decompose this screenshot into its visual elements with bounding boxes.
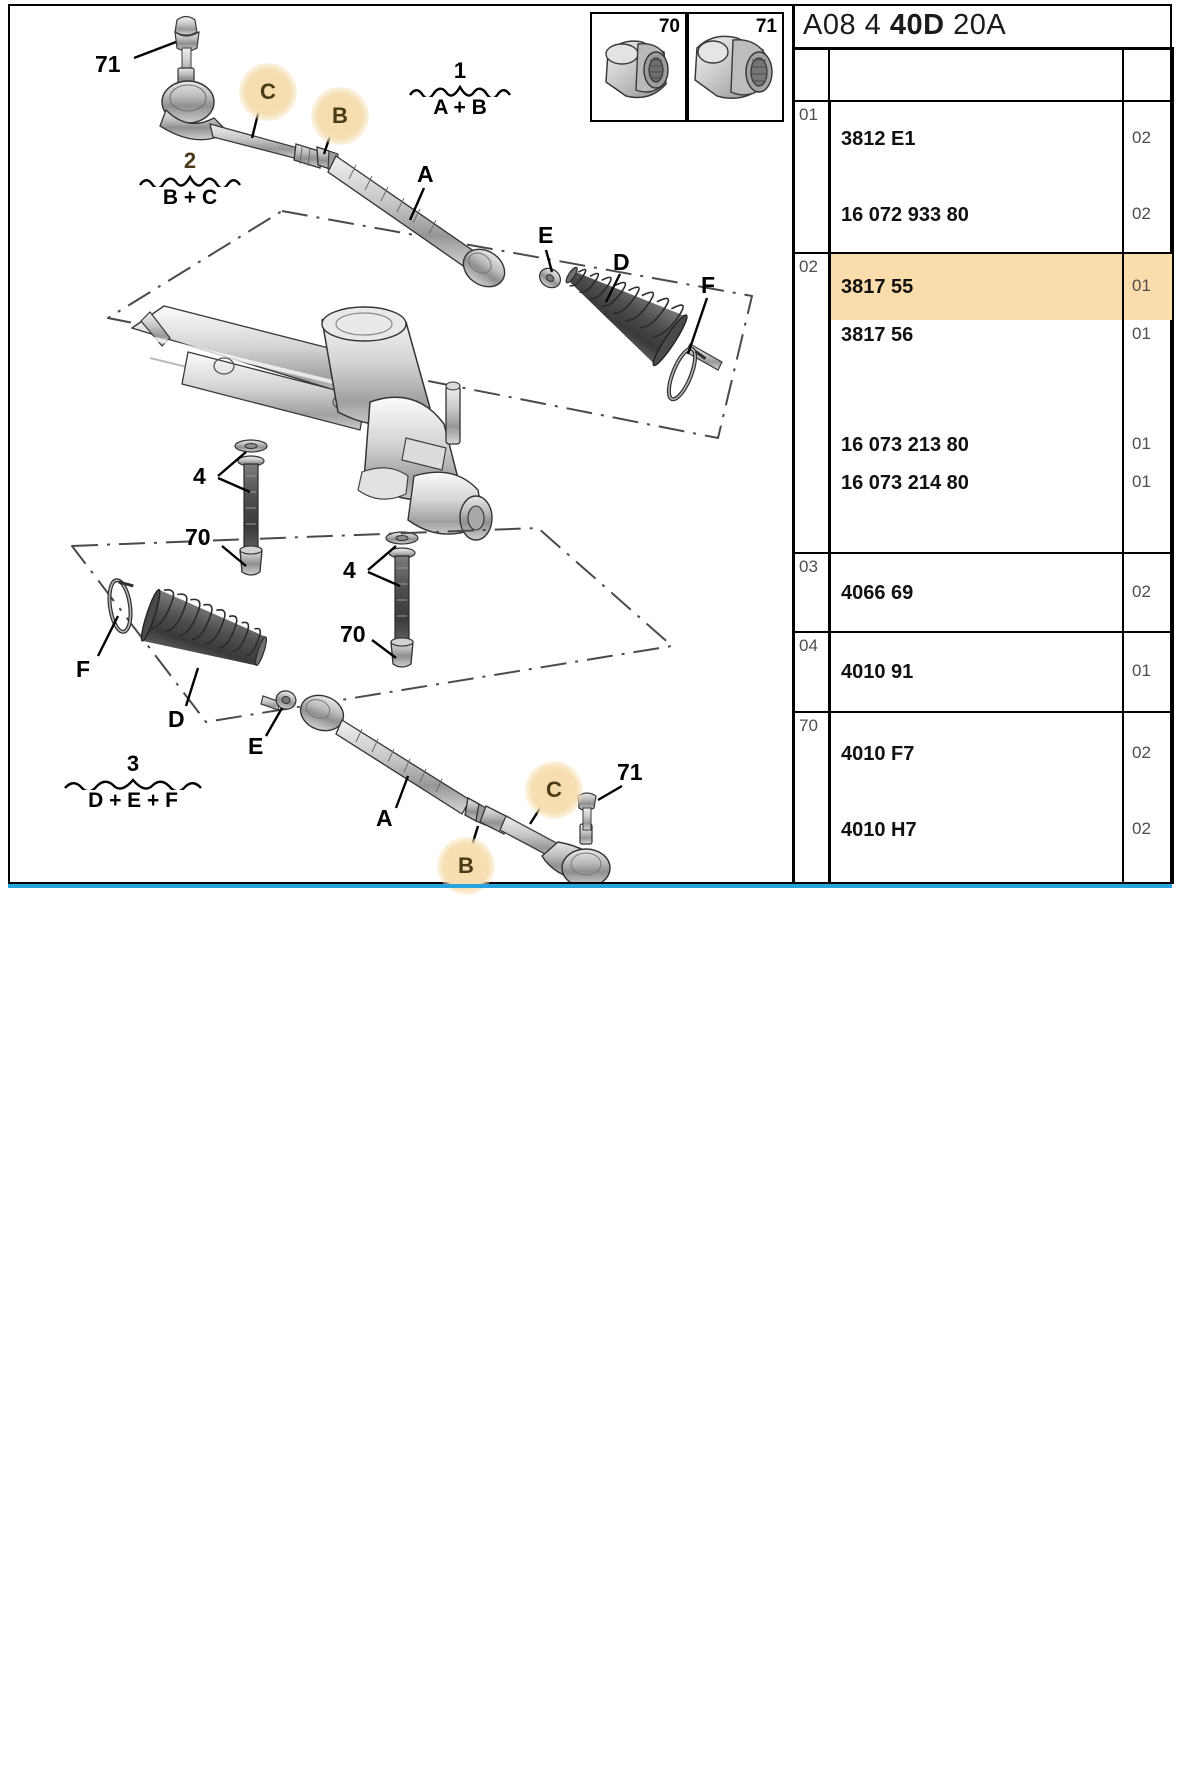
table-row-selected[interactable]: 3817 55 01 xyxy=(831,254,1174,320)
parts-table-body: 01 3812 E1 02 16 072 933 80 02 0 xyxy=(792,50,1174,884)
callout-71-bottom: 71 xyxy=(617,759,643,785)
index-column-divider xyxy=(828,50,830,884)
callout-4-right: 4 xyxy=(343,557,356,583)
parts-table: A08 4 40D 20A 01 3812 E1 02 xyxy=(792,6,1174,884)
catalog-code-prefix: A08 xyxy=(803,9,857,41)
parts-group-70-index: 70 xyxy=(795,713,831,884)
fastener-image-70 xyxy=(605,40,669,99)
diagram-frame: 71 C B A E D F 4 70 4 70 F D E A B C 71 … xyxy=(8,4,1174,895)
part-number: 4066 69 xyxy=(841,582,914,604)
part-quantity: 02 xyxy=(1122,178,1174,254)
thumbnail-70: 70 xyxy=(590,12,687,122)
part-quantity: 01 xyxy=(1122,372,1174,464)
part-number: 4010 F7 xyxy=(841,743,915,765)
part-number: 4010 91 xyxy=(841,661,914,683)
callout-E-top: E xyxy=(538,222,554,248)
part-number: 16 073 213 80 xyxy=(841,434,969,456)
parts-table-header: A08 4 40D 20A xyxy=(792,6,1174,50)
callout-F-top: F xyxy=(701,272,716,298)
callout-D-bottom: D xyxy=(168,706,185,732)
callout-70-left: 70 xyxy=(185,524,211,550)
catalog-code-suffix: 20A xyxy=(953,9,1007,41)
callout-C-bottom: C xyxy=(525,761,583,819)
callout-F-bottom: F xyxy=(76,656,91,682)
parts-group-01: 01 3812 E1 02 16 072 933 80 02 xyxy=(795,100,1174,254)
kit-3-contents: D + E + F xyxy=(88,789,178,812)
catalog-code-bold: 40D xyxy=(889,9,945,41)
parts-group-01-index: 01 xyxy=(795,102,831,252)
catalog-code-mid: 4 xyxy=(864,9,882,41)
callout-E-bottom: E xyxy=(248,733,264,759)
callout-A-bottom: A xyxy=(376,805,393,831)
callout-C-top: C xyxy=(239,63,297,121)
thumbnail-71-number: 71 xyxy=(755,16,777,37)
table-spacer xyxy=(795,50,1174,100)
quantity-column-divider xyxy=(1122,50,1124,884)
thumbnail-71: 71 xyxy=(687,12,784,122)
footer-blue-rule xyxy=(8,884,1172,888)
kit-1-number: 1 xyxy=(453,58,467,83)
part-number: 3817 55 xyxy=(841,276,914,298)
parts-group-03: 03 4066 69 02 xyxy=(795,552,1174,631)
kit-2-contents: B + C xyxy=(162,186,218,209)
part-quantity: 01 xyxy=(1122,464,1174,554)
kit-3-brace: 3 D + E + F xyxy=(63,751,203,813)
part-quantity: 01 xyxy=(1122,320,1174,372)
exploded-view-illustration xyxy=(71,15,753,882)
part-quantity: 02 xyxy=(1122,554,1174,631)
thumbnail-70-number: 70 xyxy=(658,16,680,37)
callout-71-top: 71 xyxy=(95,51,121,77)
parts-group-03-index: 03 xyxy=(795,554,831,631)
kit-2-number: 2 xyxy=(183,148,197,173)
table-row[interactable]: 3817 56 01 xyxy=(831,320,1174,372)
part-number: 4010 H7 xyxy=(841,819,917,841)
catalog-code: A08 4 40D 20A xyxy=(803,9,1006,42)
part-number: 16 073 214 80 xyxy=(841,472,969,494)
callout-4-left: 4 xyxy=(193,463,206,489)
part-quantity: 02 xyxy=(1122,713,1174,795)
part-quantity: 01 xyxy=(1122,633,1174,711)
kit-2-brace: 2 B + C xyxy=(138,148,242,210)
brace-curve-2 xyxy=(139,174,241,187)
part-number: 16 072 933 80 xyxy=(841,204,969,226)
callout-B-top: B xyxy=(311,87,369,145)
brace-curve-3 xyxy=(64,778,202,790)
part-quantity: 01 xyxy=(1122,254,1174,320)
callout-D-top: D xyxy=(613,249,630,275)
part-number: 3812 E1 xyxy=(841,128,916,150)
table-row[interactable]: 16 073 214 80 01 xyxy=(831,464,1174,554)
parts-group-04: 04 4010 91 01 xyxy=(795,631,1174,711)
part-quantity: 02 xyxy=(1122,102,1174,178)
parts-group-70: 70 4010 F7 02 4010 H7 02 xyxy=(795,711,1174,884)
kit-1-contents: A + B xyxy=(433,96,487,119)
brace-curve-1 xyxy=(409,84,511,97)
parts-group-04-index: 04 xyxy=(795,633,831,711)
part-quantity: 02 xyxy=(1122,795,1174,877)
part-number: 3817 56 xyxy=(841,324,914,346)
callout-A-top: A xyxy=(417,161,434,187)
parts-group-02-index: 02 xyxy=(795,254,831,552)
callout-70-right: 70 xyxy=(340,621,366,647)
fastener-image-71 xyxy=(694,35,773,99)
kit-3-number: 3 xyxy=(126,751,140,776)
table-row[interactable]: 4010 H7 02 xyxy=(831,795,1174,877)
kit-1-brace: 1 A + B xyxy=(408,58,512,120)
parts-group-02: 02 3817 55 01 3817 56 01 16 073 213 80 0 xyxy=(795,252,1174,554)
table-right-edge xyxy=(1172,50,1174,884)
